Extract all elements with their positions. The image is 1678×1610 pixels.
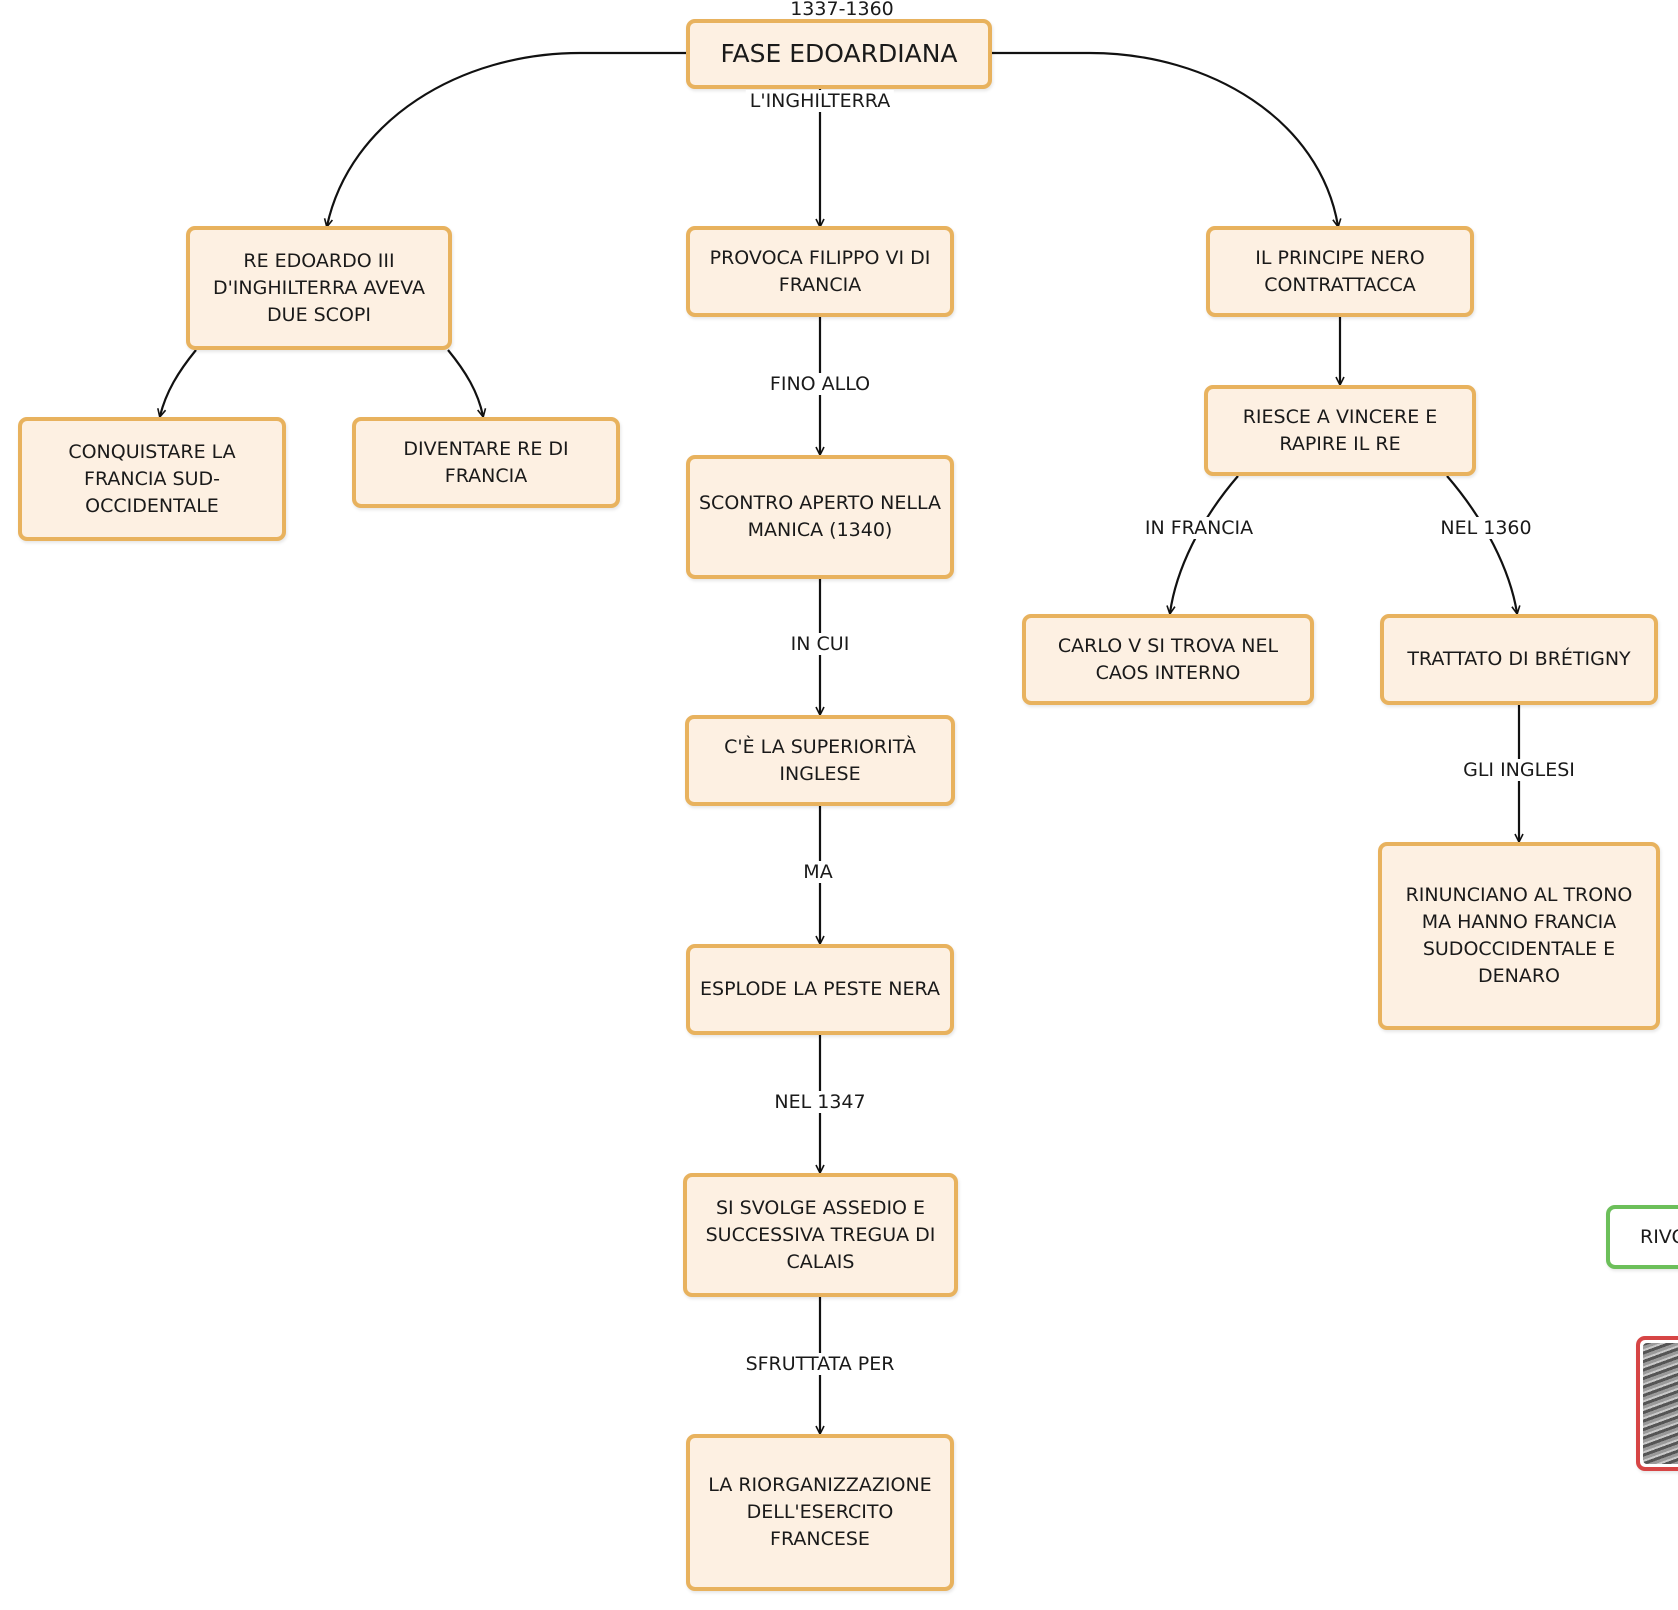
node-assedio[interactable]: SI SVOLGE ASSEDIO E SUCCESSIVA TREGUA DI…: [683, 1173, 958, 1297]
edge-label-nel-1360: NEL 1360: [1436, 517, 1536, 539]
node-scontro[interactable]: SCONTRO APERTO NELLA MANICA (1340): [686, 455, 954, 579]
period-label: 1337-1360: [790, 0, 894, 20]
node-provoca[interactable]: PROVOCA FILIPPO VI DI FRANCIA: [686, 226, 954, 317]
node-riesce[interactable]: RIESCE A VINCERE E RAPIRE IL RE: [1204, 385, 1476, 476]
edge-label-in-cui: IN CUI: [786, 633, 854, 655]
node-superiorita[interactable]: C'È LA SUPERIORITÀ INGLESE: [685, 715, 955, 806]
edge-edoardo-conquistare: [160, 349, 197, 416]
node-fase-edoardiana[interactable]: FASE EDOARDIANA: [686, 19, 992, 89]
edge-riesce-carlo: [1170, 475, 1239, 613]
edge-label-inghilterra: L'INGHILTERRA: [745, 90, 895, 112]
edge-label-fino-allo: FINO ALLO: [765, 373, 875, 395]
node-diventare[interactable]: DIVENTARE RE DI FRANCIA: [352, 417, 620, 508]
node-trattato[interactable]: TRATTATO DI BRÉTIGNY: [1380, 614, 1658, 705]
node-conquistare[interactable]: CONQUISTARE LA FRANCIA SUD-OCCIDENTALE: [18, 417, 286, 541]
engraving-image: [1643, 1343, 1678, 1464]
edge-label-in-francia: IN FRANCIA: [1140, 517, 1258, 539]
edge-edoardo-diventare: [447, 349, 483, 416]
node-rinunciano[interactable]: RINUNCIANO AL TRONO MA HANNO FRANCIA SUD…: [1378, 842, 1660, 1030]
edge-label-gli-inglesi: GLI INGLESI: [1459, 759, 1579, 781]
node-principe-nero[interactable]: IL PRINCIPE NERO CONTRATTACCA: [1206, 226, 1474, 317]
edge-riesce-trattato: [1446, 475, 1517, 613]
edge-label-nel-1347: NEL 1347: [770, 1091, 870, 1113]
node-rivo-partial[interactable]: RIVO: [1606, 1205, 1678, 1269]
node-riorganizzazione[interactable]: LA RIORGANIZZAZIONE DELL'ESERCITO FRANCE…: [686, 1434, 954, 1591]
node-image-thumbnail[interactable]: [1636, 1336, 1678, 1471]
edge-root-principe: [992, 51, 1338, 226]
edge-root-edoardo: [327, 51, 686, 226]
edge-label-sfruttata-per: SFRUTTATA PER: [741, 1353, 899, 1375]
node-carlo-v[interactable]: CARLO V SI TROVA NEL CAOS INTERNO: [1022, 614, 1314, 705]
node-peste-nera[interactable]: ESPLODE LA PESTE NERA: [686, 944, 954, 1035]
edge-label-ma: MA: [799, 861, 837, 883]
node-re-edoardo[interactable]: RE EDOARDO III D'INGHILTERRA AVEVA DUE S…: [186, 226, 452, 350]
